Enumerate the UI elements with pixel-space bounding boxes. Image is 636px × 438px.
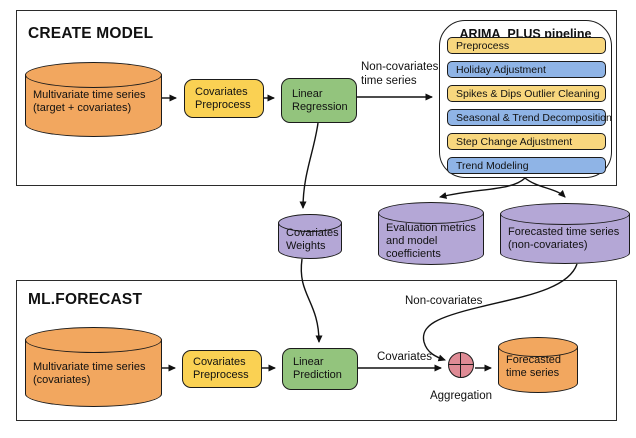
arrow-pipeline-to-forecast-noncov [524, 177, 566, 198]
input-timeseries-db: Multivariate time series (target + covar… [25, 62, 162, 137]
cylinder-rim [378, 202, 484, 224]
forecast-output-db: Forecasted time series [498, 337, 578, 393]
linear-prediction-node: Linear Prediction [282, 348, 358, 390]
covariates-preprocess2-label: Covariates Preprocess [193, 356, 249, 381]
arrow-regression-to-weights [299, 122, 319, 209]
eval-metrics-label: Evaluation metrics and model coefficient… [386, 222, 476, 260]
pipeline-step-step-change: Step Change Adjustment [447, 133, 606, 150]
covariates-preprocess-label: Covariates Preprocess [195, 85, 251, 111]
aggregation-node [448, 352, 474, 378]
forecast-output-label: Forecasted time series [506, 354, 562, 379]
pipeline-step-trend-modeling: Trend Modeling [447, 157, 606, 174]
covariates-flow-label: Covariates [377, 351, 432, 363]
arrow-weights-to-prediction [300, 258, 323, 343]
aggregation-cross-vertical [460, 353, 462, 377]
create-model-title: CREATE MODEL [28, 25, 154, 42]
arrow-pipeline-to-evalmetrics [439, 177, 526, 199]
ml-forecast-title: ML.FORECAST [28, 291, 143, 308]
noncovariates-flow-label: Non-covariates [405, 295, 483, 307]
covariates-preprocess-node: Covariates Preprocess [184, 79, 264, 118]
arrow-forecast-noncov-to-aggregation [422, 263, 578, 362]
eval-metrics-db: Evaluation metrics and model coefficient… [378, 202, 484, 265]
aggregation-label: Aggregation [429, 390, 493, 402]
covariates-preprocess2-node: Covariates Preprocess [182, 350, 262, 388]
input-covariates-label: Multivariate time series (covariates) [33, 361, 146, 386]
linear-prediction-label: Linear Prediction [293, 356, 342, 381]
noncovariates-timeseries-label: Non-covariates time series [361, 61, 439, 87]
pipeline-step-preprocess: Preprocess [447, 37, 606, 54]
covariates-weights-label: Covariates Weights [286, 227, 339, 252]
forecast-noncov-db: Forecasted time series (non-covariates) [500, 203, 630, 264]
covariates-weights-db: Covariates Weights [278, 214, 342, 259]
forecast-noncov-label: Forecasted time series (non-covariates) [508, 226, 620, 251]
cylinder-rim [278, 214, 342, 232]
input-covariates-db: Multivariate time series (covariates) [25, 327, 162, 407]
cylinder-rim [498, 337, 578, 357]
cylinder-rim [25, 327, 162, 353]
linear-regression-node: Linear Regression [281, 78, 357, 123]
cylinder-rim [500, 203, 630, 225]
pipeline-step-spikes-dips: Spikes & Dips Outlier Cleaning [447, 85, 606, 102]
input-timeseries-label: Multivariate time series (target + covar… [33, 89, 146, 114]
pipeline-step-seasonal-trend: Seasonal & Trend Decomposition [447, 109, 612, 126]
pipeline-step-holiday-adjustment: Holiday Adjustment [447, 61, 606, 78]
cylinder-rim [25, 62, 162, 88]
linear-regression-label: Linear Regression [292, 87, 348, 113]
